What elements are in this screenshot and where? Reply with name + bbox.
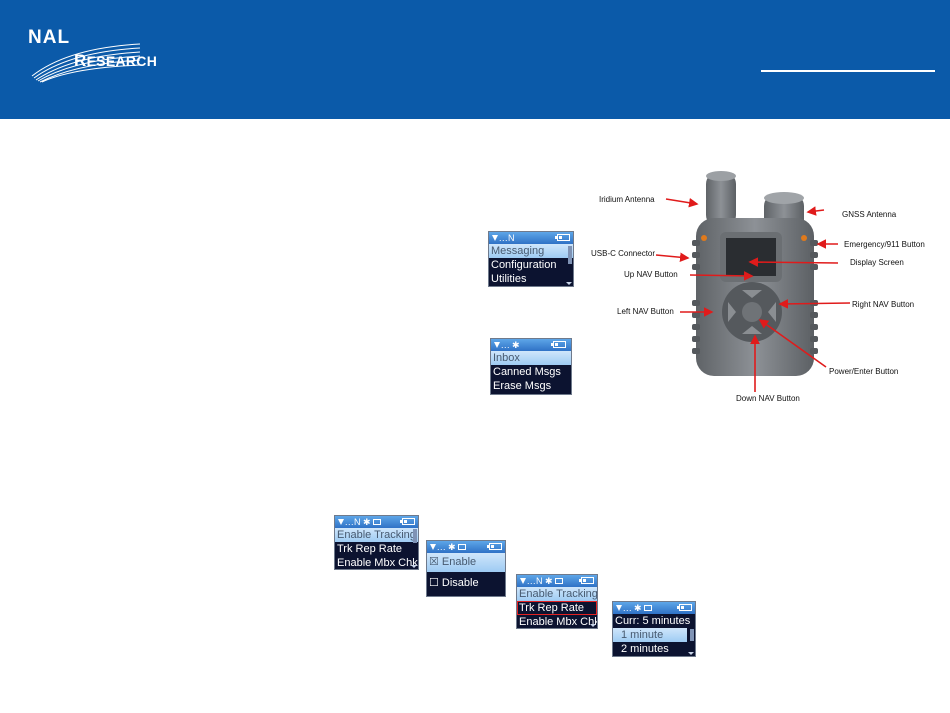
- scrollbar: [413, 529, 417, 543]
- tracking-menu-screen-2: ...N ✱ Enable Tracking Trk Rep Rate Enab…: [516, 574, 598, 629]
- bluetooth-icon: ✱: [448, 541, 456, 552]
- label-emergency-button: Emergency/911 Button: [844, 240, 925, 249]
- label-iridium-antenna: Iridium Antenna: [599, 195, 655, 204]
- menu-item-enable-tracking[interactable]: Enable Tracking: [335, 528, 418, 542]
- scroll-down-icon: [566, 282, 572, 285]
- signal-icon: [430, 544, 436, 550]
- menu-item-inbox[interactable]: Inbox: [491, 351, 571, 365]
- battery-icon: [579, 577, 594, 584]
- left-nav-icon: [728, 302, 736, 322]
- scrollbar: [690, 629, 694, 641]
- bluetooth-icon: ✱: [512, 339, 520, 350]
- messaging-menu-screen: ... ✱ Inbox Canned Msgs Erase Msgs: [490, 338, 572, 395]
- header-rule: [761, 70, 935, 72]
- bluetooth-icon: ✱: [545, 575, 553, 586]
- up-nav-icon: [742, 290, 762, 298]
- label-gnss-antenna: GNSS Antenna: [842, 210, 897, 219]
- menu-item-enable-mbx-chk[interactable]: Enable Mbx Chk: [337, 557, 418, 569]
- status-bar: ... ✱: [613, 602, 695, 614]
- menu-item-enable-mbx-chk[interactable]: Enable Mbx Chk: [519, 616, 598, 628]
- scroll-down-icon: [590, 624, 596, 627]
- mail-icon: [554, 578, 563, 584]
- power-enter-icon: [742, 302, 762, 322]
- menu-item-configuration[interactable]: Configuration: [491, 259, 557, 271]
- menu-item-enable-tracking[interactable]: Enable Tracking: [517, 587, 598, 601]
- brand-logo: NAL RESEARCH: [28, 27, 157, 83]
- status-bar: ...N: [489, 232, 573, 244]
- status-bar: ...N ✱: [335, 516, 418, 528]
- tracking-menu-screen-1: ...N ✱ Enable Tracking Trk Rep Rate Enab…: [334, 515, 419, 570]
- scrollbar: [568, 246, 572, 264]
- signal-icon: [338, 519, 344, 525]
- battery-icon: [555, 234, 570, 241]
- down-nav-icon: [742, 326, 762, 334]
- mail-icon: [457, 544, 466, 550]
- label-up-nav-button: Up NAV Button: [624, 270, 678, 279]
- rate-menu-screen: ... ✱ Curr: 5 minutes 1 minute 2 minutes: [612, 601, 696, 657]
- signal-icon: [520, 578, 526, 584]
- status-text: ...N: [499, 233, 516, 243]
- bluetooth-icon: ✱: [363, 516, 371, 527]
- scroll-down-icon: [688, 652, 694, 655]
- swoosh-icon: [31, 43, 141, 83]
- label-display-screen: Display Screen: [850, 258, 904, 267]
- status-bar: ... ✱: [491, 339, 571, 351]
- battery-icon: [677, 604, 692, 611]
- enable-options-screen: ... ✱ ☒ Enable ☐ Disable: [426, 540, 506, 597]
- option-disable[interactable]: ☐ Disable: [429, 577, 479, 589]
- main-menu-screen: ...N Messaging Configuration Utilities: [488, 231, 574, 287]
- status-bar: ...N ✱: [517, 575, 597, 587]
- brand-line-1: NAL: [28, 27, 71, 48]
- menu-item-erase-msgs[interactable]: Erase Msgs: [493, 380, 552, 392]
- scroll-down-icon: [411, 565, 417, 568]
- iridium-antenna-shape: [706, 172, 736, 227]
- battery-icon: [487, 543, 502, 550]
- menu-item-trk-rep-rate[interactable]: Trk Rep Rate: [337, 543, 403, 555]
- signal-icon: [616, 605, 622, 611]
- menu-item-trk-rep-rate[interactable]: Trk Rep Rate: [517, 601, 597, 615]
- battery-icon: [551, 341, 566, 348]
- label-power-enter-button: Power/Enter Button: [829, 367, 899, 376]
- status-bar: ... ✱: [427, 541, 505, 553]
- menu-item-messaging[interactable]: Messaging: [489, 244, 573, 258]
- signal-icon: [492, 235, 498, 241]
- bluetooth-icon: ✱: [634, 602, 642, 613]
- label-usb-c-connector: USB-C Connector: [591, 249, 656, 258]
- label-right-nav-button: Right NAV Button: [852, 300, 915, 309]
- label-left-nav-button: Left NAV Button: [617, 307, 674, 316]
- mail-icon: [372, 519, 381, 525]
- option-enable[interactable]: ☒ Enable: [427, 553, 505, 572]
- menu-item-utilities[interactable]: Utilities: [491, 273, 527, 285]
- option-2-minutes[interactable]: 2 minutes: [621, 643, 669, 655]
- header-banner: NAL RESEARCH: [0, 0, 950, 119]
- mail-icon: [643, 605, 652, 611]
- device-illustration: [692, 171, 818, 376]
- option-1-minute[interactable]: 1 minute: [613, 628, 687, 642]
- right-nav-icon: [768, 302, 776, 322]
- current-rate: Curr: 5 minutes: [615, 615, 691, 627]
- brand-line-2: RESEARCH: [74, 51, 158, 70]
- signal-icon: [494, 342, 500, 348]
- label-down-nav-button: Down NAV Button: [736, 394, 800, 403]
- menu-item-canned-msgs[interactable]: Canned Msgs: [493, 366, 561, 378]
- display-screen-shape: [726, 238, 776, 276]
- battery-icon: [400, 518, 415, 525]
